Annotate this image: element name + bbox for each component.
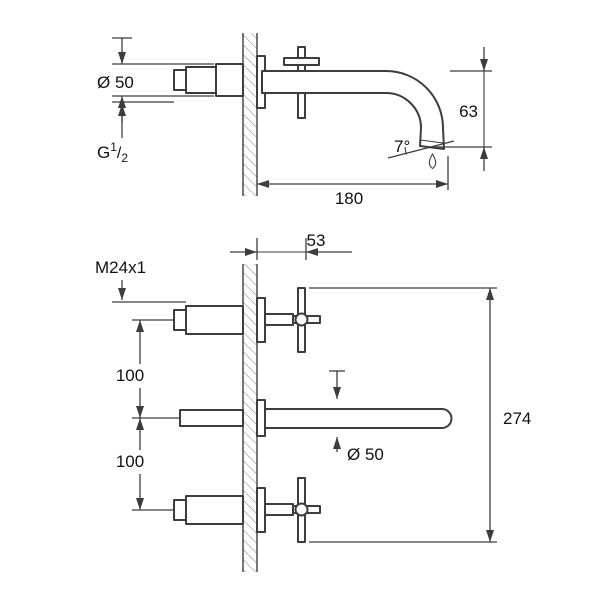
dim-label-diameter-50-front: Ø 50	[347, 445, 384, 464]
dim-label-diameter-50-side: Ø 50	[97, 73, 134, 92]
dim-label-m24x1: M24x1	[95, 258, 146, 277]
wall-section-side	[242, 33, 258, 196]
dim-spout-reach-180: 180	[257, 156, 449, 208]
handle-hub	[294, 502, 309, 517]
handle-escutcheon	[256, 297, 266, 343]
aerator-line	[420, 139, 444, 144]
dim-label-274: 274	[503, 409, 531, 428]
dim-spout-drop-63: 63	[430, 47, 492, 171]
wall-hatch	[243, 264, 257, 572]
dim-spacing-100-upper: 100	[116, 319, 180, 419]
spout-escutcheon-front	[256, 399, 266, 437]
handle-escutcheon	[256, 487, 266, 533]
dim-label-100-lower: 100	[116, 452, 144, 471]
dim-label-180: 180	[335, 189, 363, 208]
handle-top-front	[173, 287, 321, 353]
handle-horizontal-arm	[283, 57, 320, 66]
wall-section-front	[242, 264, 258, 572]
dim-label-53: 53	[307, 231, 326, 250]
dim-handle-projection-53: 53	[230, 231, 352, 260]
spout-front	[179, 399, 453, 437]
dim-spout-angle-7: 7°	[387, 137, 455, 159]
spout-side	[261, 70, 445, 170]
dim-label-63: 63	[459, 102, 478, 121]
dim-spacing-100-lower: 100	[116, 418, 174, 511]
dim-valve-thread-m24x1: M24x1	[95, 258, 186, 303]
front-view: 53 M24x1	[95, 231, 531, 572]
wall-hatch	[243, 33, 257, 196]
handle-hub	[294, 312, 309, 327]
dim-overall-height-274: 274	[309, 287, 531, 543]
side-view: Ø 50 G1/2 63 7° 180	[97, 33, 492, 208]
dim-escutcheon-diameter-front: Ø 50	[329, 370, 384, 464]
dim-label-7-deg: 7°	[394, 137, 410, 156]
dim-label-g-half: G1/2	[97, 140, 128, 165]
rough-in-body-side	[173, 63, 244, 97]
spout-outline	[261, 70, 445, 150]
water-drop-icon	[428, 152, 437, 170]
dim-label-100-upper: 100	[116, 366, 144, 385]
dim-thread-g-half: G1/2	[97, 101, 174, 165]
spout-tube	[264, 408, 453, 429]
